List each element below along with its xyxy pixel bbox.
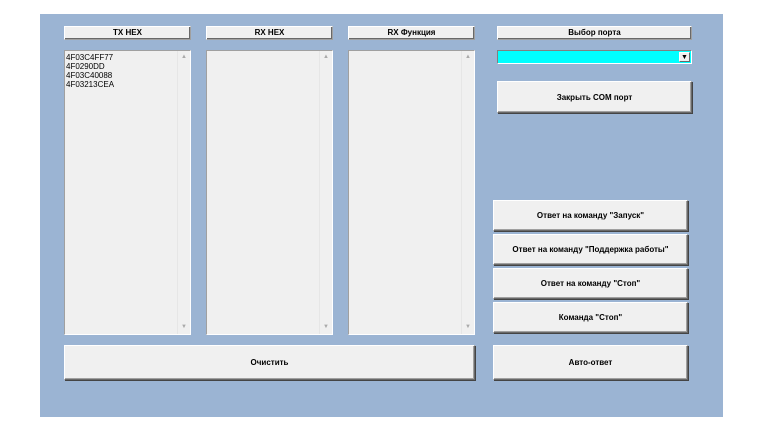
scroll-down-icon[interactable]: ▼ <box>181 324 187 330</box>
list-item[interactable]: 4F0290DD <box>66 62 105 71</box>
tx-hex-list[interactable]: 4F03C4FF77 4F0290DD 4F03C40088 4F03213CE… <box>64 50 191 335</box>
auto-reply-button[interactable]: Авто-ответ <box>493 345 688 380</box>
main-window: TX HEX RX HEX RX Функция Выбор порта 4F0… <box>40 14 723 417</box>
scroll-down-icon[interactable]: ▼ <box>465 324 471 330</box>
scrollbar[interactable]: ▲▼ <box>319 51 332 334</box>
scroll-up-icon[interactable]: ▲ <box>323 54 329 60</box>
close-com-port-button[interactable]: Закрыть COM порт <box>497 81 692 113</box>
rx-hex-header: RX HEX <box>206 26 333 40</box>
scroll-up-icon[interactable]: ▲ <box>465 54 471 60</box>
chevron-down-icon[interactable]: ▼ <box>679 52 690 62</box>
reply-support-button[interactable]: Ответ на команду "Поддержка работы" <box>493 234 688 265</box>
list-item[interactable]: 4F03C4FF77 <box>66 53 114 62</box>
port-combobox[interactable]: ▼ <box>497 50 692 64</box>
scrollbar[interactable]: ▲▼ <box>177 51 190 334</box>
rx-function-list[interactable]: ▲▼ <box>348 50 475 335</box>
list-item[interactable]: 4F03213CEA <box>66 80 115 89</box>
port-select-header: Выбор порта <box>497 26 692 40</box>
rx-hex-list[interactable]: ▲▼ <box>206 50 333 335</box>
reply-start-button[interactable]: Ответ на команду "Запуск" <box>493 200 688 231</box>
scroll-down-icon[interactable]: ▼ <box>323 324 329 330</box>
scroll-up-icon[interactable]: ▲ <box>181 54 187 60</box>
rx-function-header: RX Функция <box>348 26 475 40</box>
scrollbar[interactable]: ▲▼ <box>461 51 474 334</box>
list-item[interactable]: 4F03C40088 <box>66 71 113 80</box>
tx-hex-header: TX HEX <box>64 26 191 40</box>
clear-button[interactable]: Очистить <box>64 345 475 380</box>
stop-command-button[interactable]: Команда "Стоп" <box>493 302 688 333</box>
reply-stop-button[interactable]: Ответ на команду "Стоп" <box>493 268 688 299</box>
